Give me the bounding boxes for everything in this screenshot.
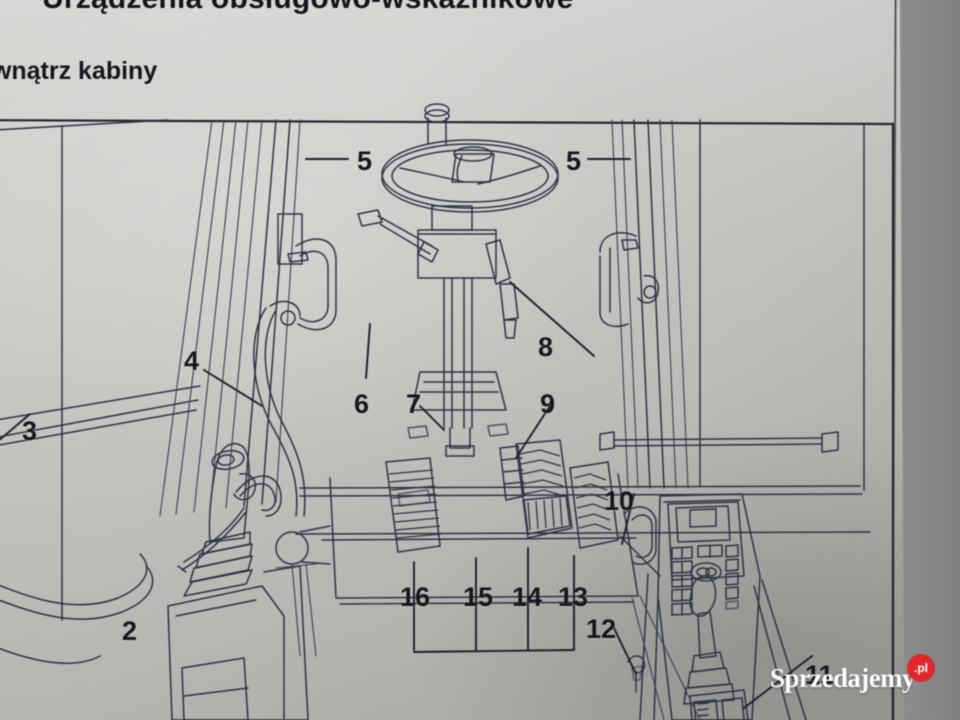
callout-3: 3 [22, 416, 38, 446]
callout-6: 6 [354, 389, 370, 419]
callout-9: 9 [540, 389, 556, 419]
callout-15: 15 [463, 582, 494, 612]
leader-6 [365, 323, 371, 379]
watermark-badge: .pl [907, 654, 935, 682]
page-subtitle: ewnątrz kabiny [0, 57, 158, 85]
callout-5-right: 5 [566, 146, 582, 176]
callout-8: 8 [538, 332, 554, 362]
watermark: Sprzedajemy .pl [770, 654, 935, 694]
pedal-16 [385, 457, 442, 553]
callout-13: 13 [558, 582, 589, 612]
callout-2: 2 [122, 616, 138, 646]
watermark-text: Sprzedajemy [770, 663, 915, 693]
callout-4: 4 [184, 346, 200, 376]
callout-7: 7 [406, 389, 422, 419]
callout-14: 14 [512, 582, 543, 612]
page-title: Urządzenia obsługowo-wskaźnikowe [42, 0, 574, 16]
callout-10: 10 [604, 486, 635, 516]
callout-5-left: 5 [357, 146, 373, 176]
leader-baseline-13-16 [413, 649, 575, 653]
pedal-14 [499, 439, 573, 539]
callout-12: 12 [586, 614, 617, 644]
steering-wheel-assembly [357, 103, 559, 457]
floor-and-pedals [321, 423, 639, 605]
callout-16: 16 [400, 582, 431, 612]
